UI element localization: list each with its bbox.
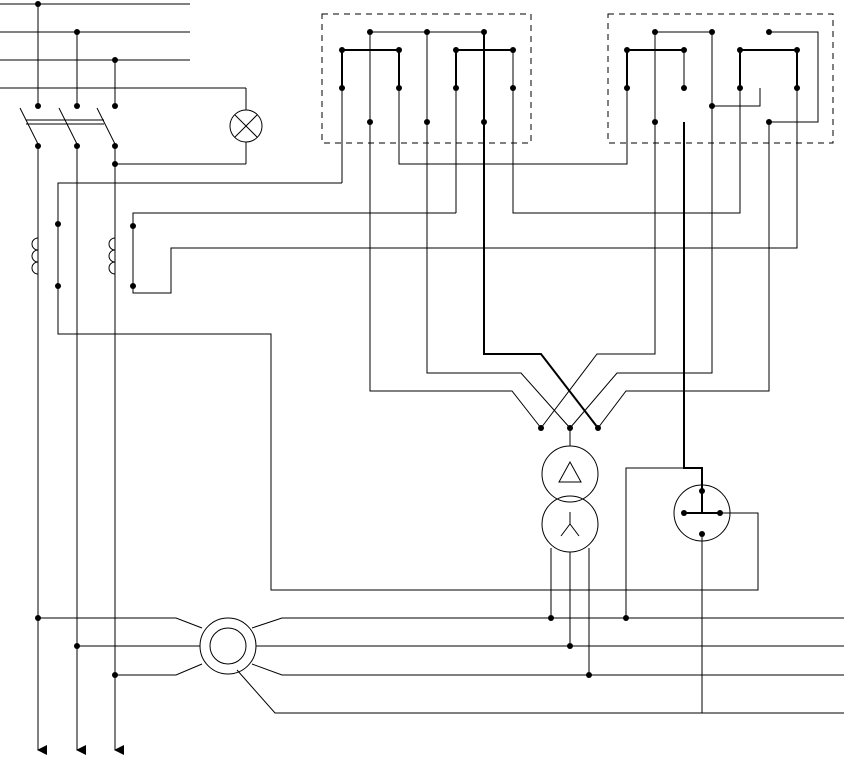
indicator-lamp — [112, 88, 262, 167]
current-transformer-right — [109, 88, 797, 293]
ring-current-transformer — [200, 618, 256, 674]
supply-bus — [0, 1, 246, 109]
vt-leads — [370, 106, 769, 446]
meter — [623, 122, 730, 713]
output-bus — [35, 615, 844, 713]
phase-conductors — [38, 146, 115, 750]
voltage-transformer — [542, 446, 598, 678]
interconnect-wires — [342, 88, 740, 213]
switch-block-right — [608, 14, 833, 143]
delta-winding — [542, 446, 598, 502]
current-transformer-left — [32, 183, 758, 590]
three-pole-switch — [20, 108, 118, 149]
